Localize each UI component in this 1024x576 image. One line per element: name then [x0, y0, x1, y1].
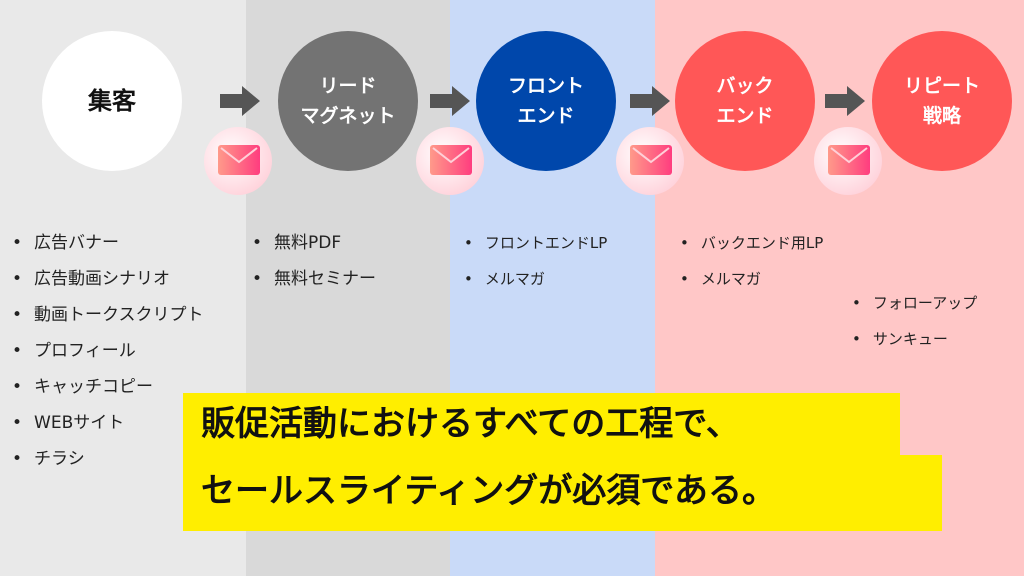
arrow-right-icon — [220, 86, 260, 116]
list-item: 動画トークスクリプト — [12, 297, 204, 333]
stage-repeat: リピート 戦略 — [872, 31, 1012, 171]
list-item: WEBサイト — [12, 405, 204, 441]
mail-icon — [616, 127, 684, 195]
list-item: 無料セミナー — [252, 261, 376, 297]
list-item: フロントエンドLP — [464, 225, 607, 261]
arrow-right-icon — [430, 86, 470, 116]
list-repeat: フォローアップ サンキュー — [852, 285, 977, 357]
mail-icon — [204, 127, 272, 195]
stage-front-end: フロント エンド — [476, 31, 616, 171]
list-item: チラシ — [12, 441, 204, 477]
list-item: プロフィール — [12, 333, 204, 369]
list-item: 広告動画シナリオ — [12, 261, 204, 297]
list-back: バックエンド用LP メルマガ — [680, 225, 823, 297]
stage-shukyaku: 集客 — [42, 31, 182, 171]
list-front: フロントエンドLP メルマガ — [464, 225, 607, 297]
mail-icon — [416, 127, 484, 195]
arrow-right-icon — [630, 86, 670, 116]
list-item: フォローアップ — [852, 285, 977, 321]
list-item: メルマガ — [680, 261, 823, 297]
list-item: メルマガ — [464, 261, 607, 297]
list-item: キャッチコピー — [12, 369, 204, 405]
headline-line-1: 販促活動におけるすべての工程で、 — [183, 393, 900, 457]
mail-icon — [814, 127, 882, 195]
list-item: 広告バナー — [12, 225, 204, 261]
list-shukyaku: 広告バナー 広告動画シナリオ 動画トークスクリプト プロフィール キャッチコピー… — [12, 225, 204, 477]
stage-lead-magnet: リード マグネット — [278, 31, 418, 171]
list-item: 無料PDF — [252, 225, 376, 261]
arrow-right-icon — [825, 86, 865, 116]
stage-back-end: バック エンド — [675, 31, 815, 171]
list-lead: 無料PDF 無料セミナー — [252, 225, 376, 297]
list-item: バックエンド用LP — [680, 225, 823, 261]
list-item: サンキュー — [852, 321, 977, 357]
headline-line-2: セールスライティングが必須である。 — [183, 455, 942, 531]
